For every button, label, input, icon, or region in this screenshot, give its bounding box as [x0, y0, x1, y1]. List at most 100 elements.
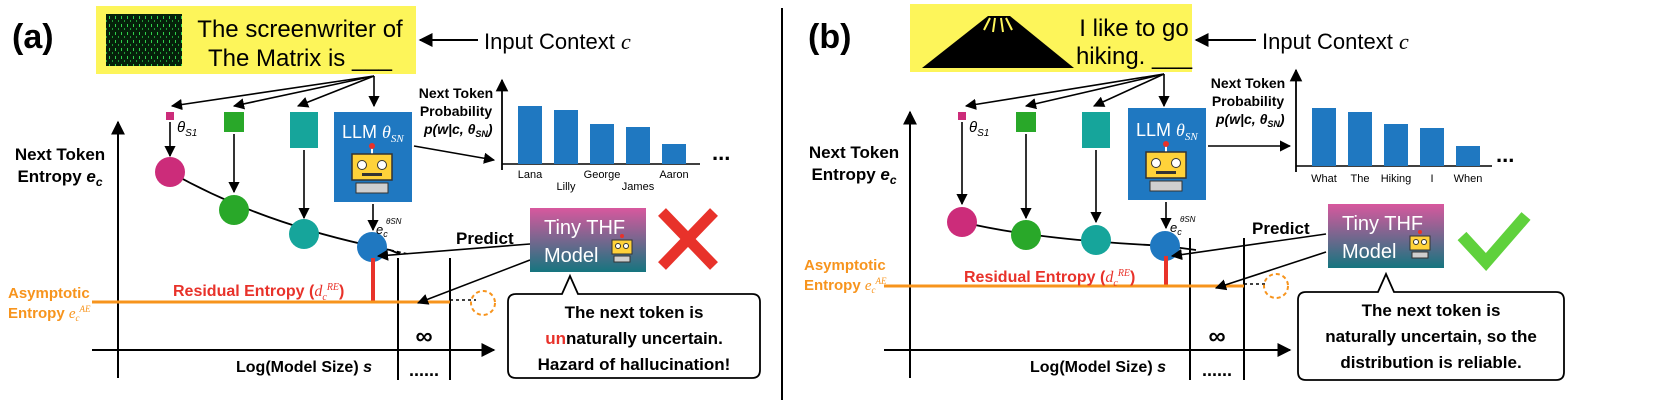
panel-label: (a): [12, 18, 54, 56]
point-medium: [1081, 225, 1111, 255]
infinity-dots: ......: [409, 360, 439, 380]
svg-text:Tiny THF: Tiny THF: [1342, 213, 1423, 235]
bar-label-i: I: [1430, 173, 1433, 185]
check-icon: [1457, 212, 1531, 271]
input-context-label: Input Context c: [1262, 29, 1409, 54]
svg-text:ec: ec: [376, 222, 388, 239]
bar-hiking: [1384, 124, 1408, 166]
infinity-dots: ......: [1202, 360, 1232, 380]
svg-text:θS1: θS1: [177, 119, 197, 139]
bar-what: [1312, 108, 1336, 166]
predict-label: Predict: [1252, 219, 1310, 238]
svg-text:distribution is reliable.: distribution is reliable.: [1340, 353, 1521, 372]
svg-text:unnaturally uncertain.: unnaturally uncertain.: [545, 329, 723, 348]
panel-b: (b) I like to go hiking. ___ Input Conte…: [804, 4, 1565, 381]
callout-bubble: [1297, 271, 1565, 381]
bar-label-lana: Lana: [518, 169, 543, 181]
svg-text:Model: Model: [1342, 241, 1396, 263]
x-axis-label: Log(Model Size) s: [236, 359, 372, 376]
bar-when: [1456, 146, 1480, 166]
prob-label-3: p(w|c, θSN): [423, 121, 493, 139]
bar-aaron: [662, 144, 686, 164]
context-line-1: I like to go: [1079, 15, 1188, 42]
bar-ellipsis: ...: [1496, 142, 1514, 167]
model-small-icon: [224, 112, 244, 132]
panel-label: (b): [808, 18, 851, 56]
bar-james: [626, 127, 650, 164]
asymptotic-label-2: Entropy ecAE: [8, 304, 91, 323]
svg-text:θSN: θSN: [1180, 215, 1196, 224]
bar-i: [1420, 128, 1444, 166]
prob-label-2: Probability: [1212, 93, 1285, 109]
context-line-1: The screenwriter of: [197, 16, 403, 43]
bar-ellipsis: ...: [712, 140, 730, 165]
svg-text:ec: ec: [1170, 220, 1182, 237]
prob-label-1: Next Token: [419, 85, 493, 101]
svg-text:The next token is: The next token is: [565, 303, 704, 322]
svg-text:Hazard of hallucination!: Hazard of hallucination!: [538, 355, 731, 374]
callout-bubble: [507, 273, 761, 379]
limit-circle: [470, 290, 496, 316]
context-line-2: The Matrix is ___: [208, 45, 393, 72]
residual-entropy-label: Residual Entropy (dcRE): [173, 282, 344, 303]
robot-icon: [351, 143, 393, 194]
prob-label-3: p(w|c, θSN): [1215, 111, 1285, 129]
infinity-label: ∞: [415, 323, 432, 350]
context-line-2: hiking. ___: [1076, 43, 1193, 70]
prob-label-2: Probability: [420, 103, 493, 119]
entropy-axis-label-2: Entropy ec: [811, 165, 896, 187]
point-medium: [289, 219, 319, 249]
point-tiny: [155, 157, 185, 187]
bar-label-what: What: [1311, 173, 1337, 185]
residual-entropy-label: Residual Entropy (dcRE): [964, 268, 1135, 289]
panel-a: (a) The screenwriter of The Matrix is __…: [8, 6, 761, 380]
mini-robot-icon: [1409, 230, 1431, 259]
svg-text:θS1: θS1: [969, 119, 989, 139]
bar-lilly: [554, 110, 578, 164]
bar-label-when: When: [1454, 173, 1483, 185]
cross-icon: [658, 208, 718, 270]
asymptotic-label-1: Asymptotic: [8, 285, 90, 302]
entropy-axis-label-2: Entropy ec: [17, 167, 102, 189]
bar-label-george: George: [584, 169, 621, 181]
predict-label: Predict: [456, 229, 514, 248]
point-small: [1011, 220, 1041, 250]
bar-label-lilly: Lilly: [557, 181, 576, 193]
robot-icon: [1145, 141, 1187, 192]
input-context-label: Input Context c: [484, 29, 631, 54]
svg-text:θSN: θSN: [386, 217, 402, 226]
svg-text:The next token is: The next token is: [1362, 301, 1501, 320]
bar-chart-b: What The Hiking I When: [1311, 108, 1482, 185]
x-axis-label: Log(Model Size) s: [1030, 359, 1166, 376]
svg-text:LLM θSN: LLM θSN: [342, 122, 404, 145]
bar-label-aaron: Aaron: [659, 169, 688, 181]
asymptotic-label-2: Entropy ecAE: [804, 276, 887, 295]
model-small-icon: [1016, 112, 1036, 132]
model-tiny-icon: [958, 112, 966, 120]
bar-label-james: James: [622, 181, 655, 193]
bar-label-hiking: Hiking: [1381, 173, 1412, 185]
mountain-image: [922, 16, 1074, 68]
bar-lana: [518, 106, 542, 164]
infinity-label: ∞: [1208, 323, 1225, 350]
model-tiny-icon: [166, 112, 174, 120]
point-small: [219, 195, 249, 225]
model-medium-icon: [290, 112, 318, 148]
entropy-axis-label-1: Next Token: [809, 143, 899, 162]
model-medium-icon: [1082, 112, 1110, 148]
bar-george: [590, 124, 614, 164]
matrix-image: [106, 14, 182, 66]
svg-text:naturally uncertain, so the: naturally uncertain, so the: [1325, 327, 1537, 346]
svg-text:LLM θSN: LLM θSN: [1136, 120, 1198, 143]
bar-the: [1348, 112, 1372, 166]
bar-label-the: The: [1351, 173, 1370, 185]
limit-circle: [1263, 273, 1289, 299]
mini-robot-icon: [611, 234, 633, 263]
point-tiny: [947, 207, 977, 237]
prob-label-1: Next Token: [1211, 75, 1285, 91]
asymptotic-label-1: Asymptotic: [804, 257, 886, 274]
svg-text:Tiny THF: Tiny THF: [544, 217, 625, 239]
svg-text:Model: Model: [544, 245, 598, 267]
entropy-axis-label-1: Next Token: [15, 145, 105, 164]
